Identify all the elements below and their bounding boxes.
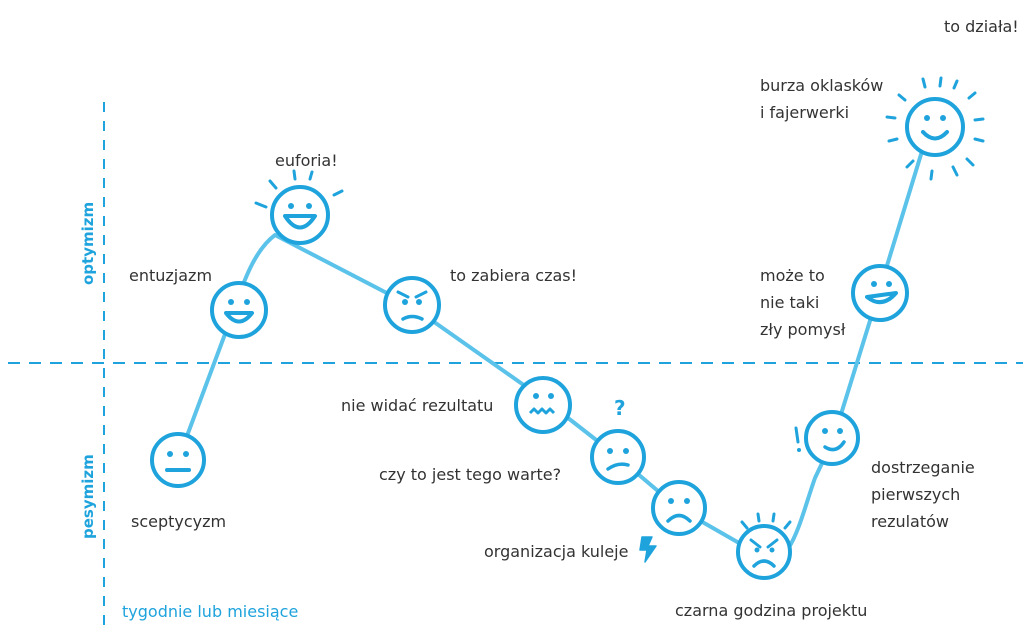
label-entuzjazm: entuzjazm	[129, 266, 213, 285]
label-czy-to-jest-tego-warte: czy to jest tego warte?	[379, 465, 562, 484]
face-moze-to	[851, 264, 909, 322]
fireworks-icon	[885, 76, 985, 181]
label-to-zabiera-czas: to zabiera czas!	[450, 266, 578, 285]
face-burza	[885, 76, 985, 181]
face-nie-widac-rezultatu	[514, 376, 572, 434]
face-euforia	[254, 169, 344, 245]
label-czarna-godzina: czarna godzina projektu	[675, 601, 868, 620]
label-sceptycyzm: sceptycyzm	[131, 512, 227, 531]
face-to-zabiera-czas	[383, 276, 441, 334]
mood-curve	[176, 123, 932, 562]
face-sceptycyzm	[150, 432, 206, 488]
label-nie-widac-rezultatu: nie widać rezultatu	[341, 396, 494, 415]
face-entuzjazm	[210, 281, 268, 339]
label-organizacja-kuleje: organizacja kuleje	[484, 542, 629, 561]
exclamation-icon	[794, 426, 800, 444]
face-czy-to-jest-tego-warte: ?	[590, 396, 646, 485]
face-organizacja-kuleje	[651, 480, 707, 536]
lightning-icon	[639, 536, 657, 563]
time-axis-label: tygodnie lub miesiące	[122, 602, 299, 621]
question-icon: ?	[614, 396, 626, 420]
optimism-axis-label: optymizm	[79, 201, 97, 285]
label-euforia: euforia!	[275, 151, 338, 170]
header-note: to działa!	[944, 17, 1019, 36]
pessimism-axis-label: pesymizm	[79, 454, 97, 539]
face-dostrzeganie	[794, 410, 860, 466]
face-czarna-godzina	[736, 512, 792, 580]
